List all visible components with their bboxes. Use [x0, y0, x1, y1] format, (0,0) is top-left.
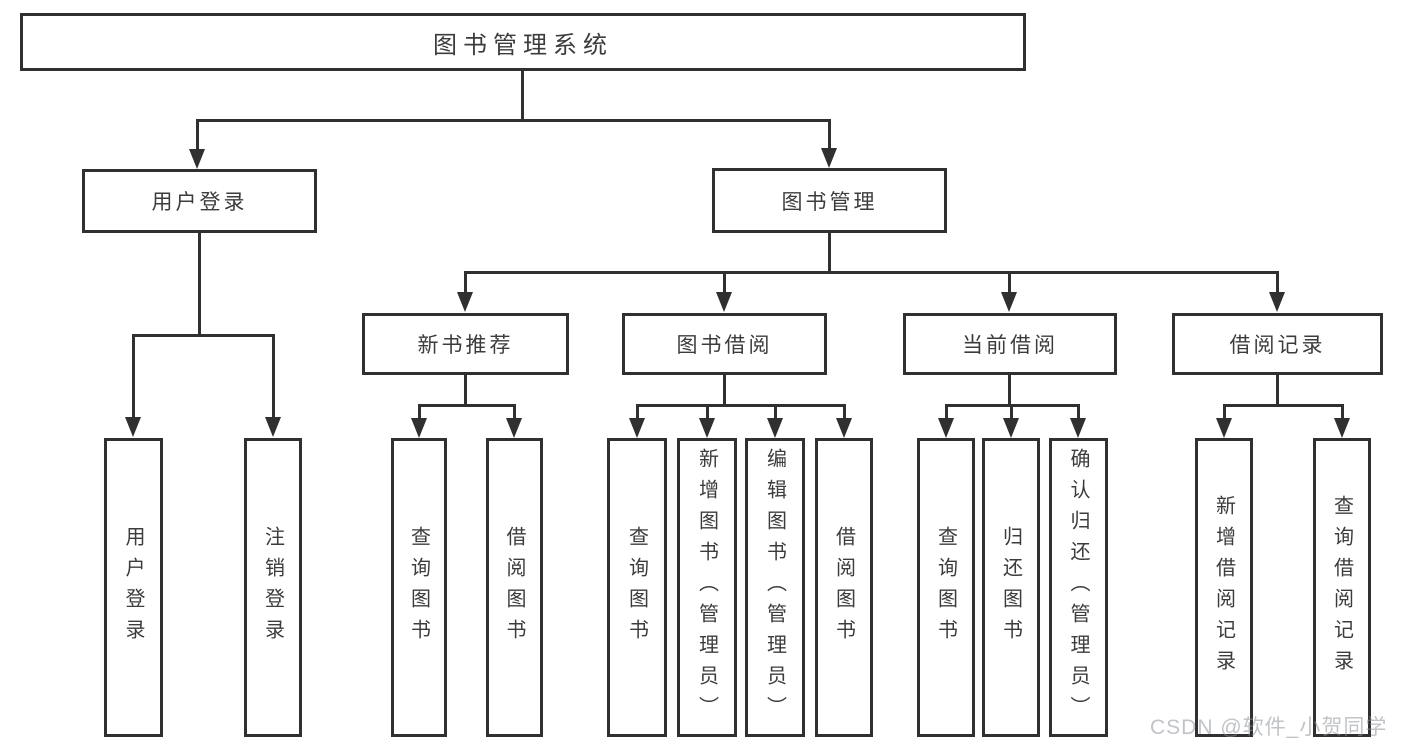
connector-drop [1077, 404, 1080, 419]
connector-drop [945, 404, 948, 419]
connector-drop [418, 404, 421, 419]
connector-drop-current-borrow [1008, 271, 1011, 293]
leaf-current-confirm-return-admin: 确认归还（管理员） [1049, 438, 1108, 737]
node-label: 用户登录 [151, 191, 248, 214]
connector-drop [513, 404, 516, 419]
arrowhead-user-login [189, 149, 205, 169]
arrowhead-leaf-logout [265, 417, 281, 437]
leaf-records-query-record: 查询借阅记录 [1313, 438, 1371, 737]
connector-user-login-rail [132, 334, 275, 337]
connector-drop-borrow-records [1276, 271, 1279, 293]
connector-book-management-stem [828, 233, 831, 274]
connector-drop [774, 404, 777, 419]
leaf-label: 确认归还（管理员） [1067, 448, 1089, 727]
connector-drop [843, 404, 846, 419]
connector-book-borrow-rail [636, 404, 846, 407]
leaf-label: 查询图书 [934, 525, 957, 650]
node-label: 当前借阅 [962, 334, 1058, 357]
connector-drop-user-login [196, 119, 199, 150]
leaf-label: 用户登录 [122, 525, 144, 650]
leaf-label: 新增借阅记录 [1212, 494, 1235, 681]
arrowhead [506, 418, 522, 438]
connector-book-borrow-stem [723, 375, 726, 407]
leaf-logout-login: 注销登录 [244, 438, 302, 737]
leaf-label: 借阅图书 [832, 525, 855, 650]
leaf-recommend-query-books: 查询图书 [391, 438, 447, 737]
arrowhead-current-borrow [1001, 292, 1017, 312]
node-label: 新书推荐 [417, 334, 514, 357]
connector-drop-leaf-user-login [132, 334, 135, 418]
leaf-borrowing-edit-books-admin: 编辑图书（管理员） [745, 438, 805, 737]
arrowhead-book-management [821, 148, 837, 168]
arrowhead-borrow-records [1269, 292, 1285, 312]
leaf-borrowing-add-books-admin: 新增图书（管理员） [677, 438, 737, 737]
leaf-label: 查询图书 [407, 525, 430, 650]
connector-drop [1010, 404, 1013, 419]
connector-current-borrow-stem [1008, 375, 1011, 407]
node-current-borrowing: 当前借阅 [903, 313, 1117, 375]
leaf-current-query-books: 查询图书 [917, 438, 975, 737]
connector-new-book-stem [464, 375, 467, 407]
arrowhead [938, 418, 954, 438]
arrowhead [411, 418, 427, 438]
connector-root-stem [521, 71, 524, 119]
connector-user-login-stem [198, 233, 201, 337]
leaf-current-return-books: 归还图书 [982, 438, 1040, 737]
arrowhead [767, 418, 783, 438]
connector-drop-book-management [828, 119, 831, 150]
connector-new-book-rail [418, 404, 516, 407]
arrowhead [1334, 418, 1350, 438]
connector-drop [706, 404, 709, 419]
connector-drop-book-borrow [723, 271, 726, 293]
node-label: 图书管理系统 [433, 31, 613, 59]
leaf-records-add-record: 新增借阅记录 [1195, 438, 1253, 737]
node-label: 图书借阅 [676, 334, 773, 357]
arrowhead-leaf-user-login [125, 417, 141, 437]
leaf-borrowing-query-books: 查询图书 [607, 438, 667, 737]
connector-drop [1223, 404, 1226, 419]
leaf-label: 新增图书（管理员） [695, 448, 718, 727]
connector-drop [1341, 404, 1344, 419]
leaf-label: 归还图书 [999, 525, 1022, 650]
connector-level3-rail [464, 271, 1279, 274]
connector-drop-leaf-logout [272, 334, 275, 418]
node-library-management-system: 图书管理系统 [20, 13, 1026, 71]
connector-borrow-records-rail [1223, 404, 1344, 407]
arrowhead [1003, 418, 1019, 438]
arrowhead [1216, 418, 1232, 438]
arrowhead [836, 418, 852, 438]
connector-drop [636, 404, 639, 419]
leaf-label: 注销登录 [261, 525, 284, 650]
arrowhead-new-book [457, 292, 473, 312]
leaf-user-login: 用户登录 [104, 438, 163, 737]
leaf-borrowing-borrow-books: 借阅图书 [815, 438, 873, 737]
leaf-recommend-borrow-books: 借阅图书 [486, 438, 543, 737]
node-book-borrowing: 图书借阅 [622, 313, 827, 375]
leaf-label: 查询借阅记录 [1330, 494, 1353, 681]
arrowhead [1070, 418, 1086, 438]
arrowhead [629, 418, 645, 438]
node-book-management: 图书管理 [712, 168, 947, 233]
arrowhead [699, 418, 715, 438]
leaf-label: 编辑图书（管理员） [763, 448, 786, 727]
node-label: 图书管理 [781, 190, 878, 214]
leaf-label: 查询图书 [625, 525, 648, 650]
node-borrowing-records: 借阅记录 [1172, 313, 1383, 375]
watermark: CSDN @软件_小贺同学 [1150, 716, 1388, 739]
arrowhead-book-borrow [716, 292, 732, 312]
leaf-label: 借阅图书 [503, 525, 525, 650]
connector-drop-new-book [464, 271, 467, 293]
connector-borrow-records-stem [1276, 375, 1279, 407]
node-label: 借阅记录 [1229, 334, 1326, 357]
node-new-book-recommend: 新书推荐 [362, 313, 569, 375]
connector-level2-rail [196, 119, 831, 122]
node-user-login: 用户登录 [82, 169, 317, 233]
